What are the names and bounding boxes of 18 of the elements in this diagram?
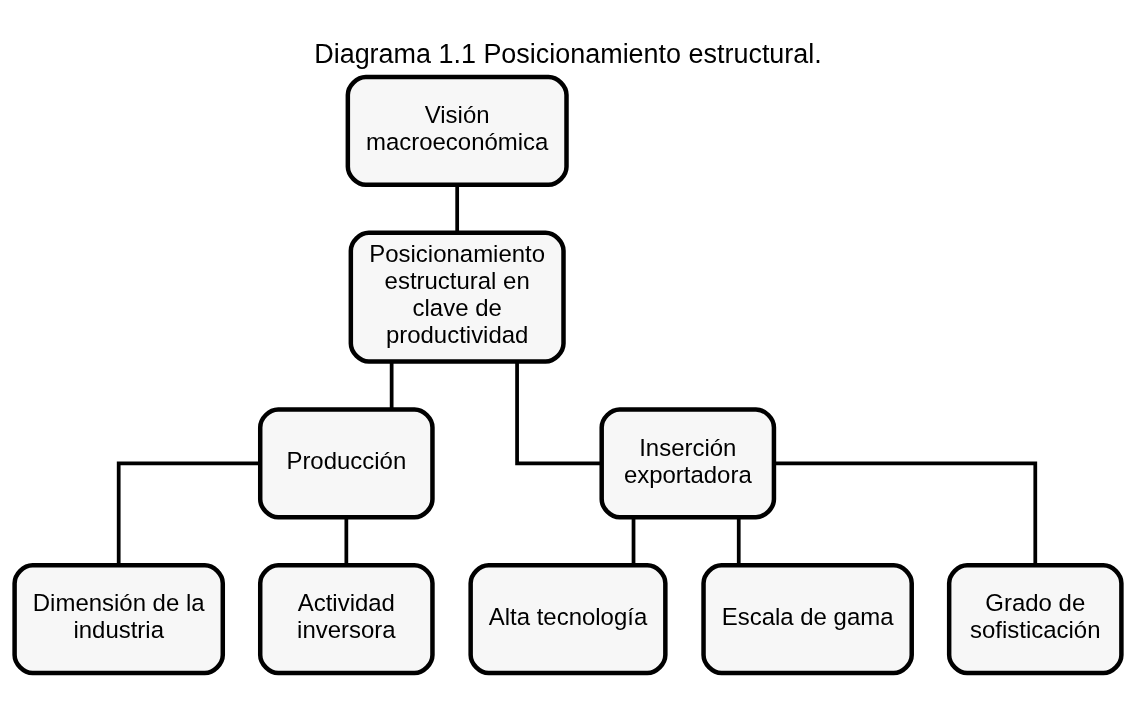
node-box: Alta tecnología [468, 562, 668, 676]
connector [631, 517, 636, 566]
connector [515, 361, 602, 466]
connector [389, 361, 394, 410]
connector [455, 184, 460, 233]
diagram-title: Diagrama 1.1 Posicionamiento estructural. [314, 38, 822, 69]
node-box: Grado de sofisticación [946, 562, 1124, 676]
node-box: Actividad inversora [257, 562, 435, 676]
connector [736, 517, 741, 566]
node-box: Escala de gama [701, 562, 914, 676]
node-box: Inserción exportadora [599, 407, 777, 520]
connector [116, 461, 260, 566]
node-box: Dimensión de la industria [12, 562, 226, 676]
connector [774, 461, 1038, 566]
node-box: Visión macroeconómica [345, 74, 569, 187]
connector [344, 517, 349, 566]
node-box: Producción [257, 407, 435, 520]
node-box: Posicionamiento estructural en clave de productividad [348, 230, 566, 364]
